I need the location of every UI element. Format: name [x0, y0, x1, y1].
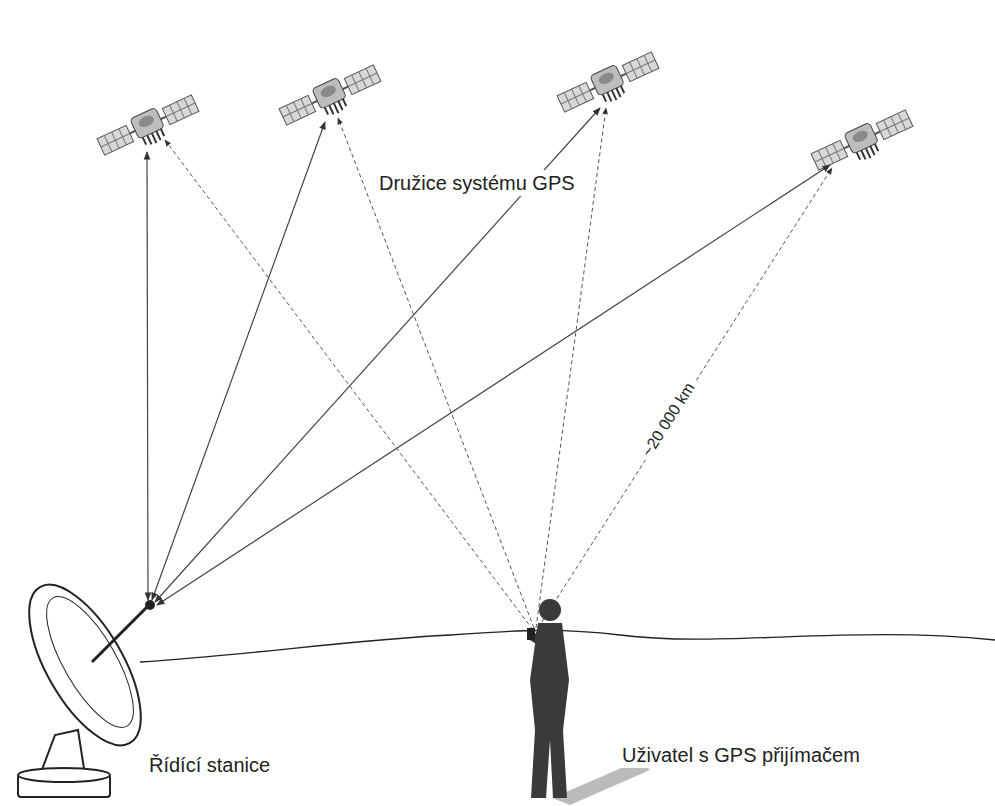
satellite [95, 91, 203, 165]
station-label: Řídící stanice [145, 752, 274, 778]
dish-antenna [7, 568, 163, 797]
satellite [809, 106, 917, 180]
system-label: Družice systému GPS [375, 170, 579, 196]
user-label: Uživatel s GPS přijímačem [618, 742, 864, 768]
user-figure [527, 599, 650, 805]
signal-lines [165, 108, 832, 630]
uplink-lines [147, 108, 830, 605]
horizon-line [140, 630, 995, 662]
satellite [277, 61, 385, 135]
distance-label: ~20 000 km [634, 375, 701, 464]
satellite [555, 48, 663, 122]
